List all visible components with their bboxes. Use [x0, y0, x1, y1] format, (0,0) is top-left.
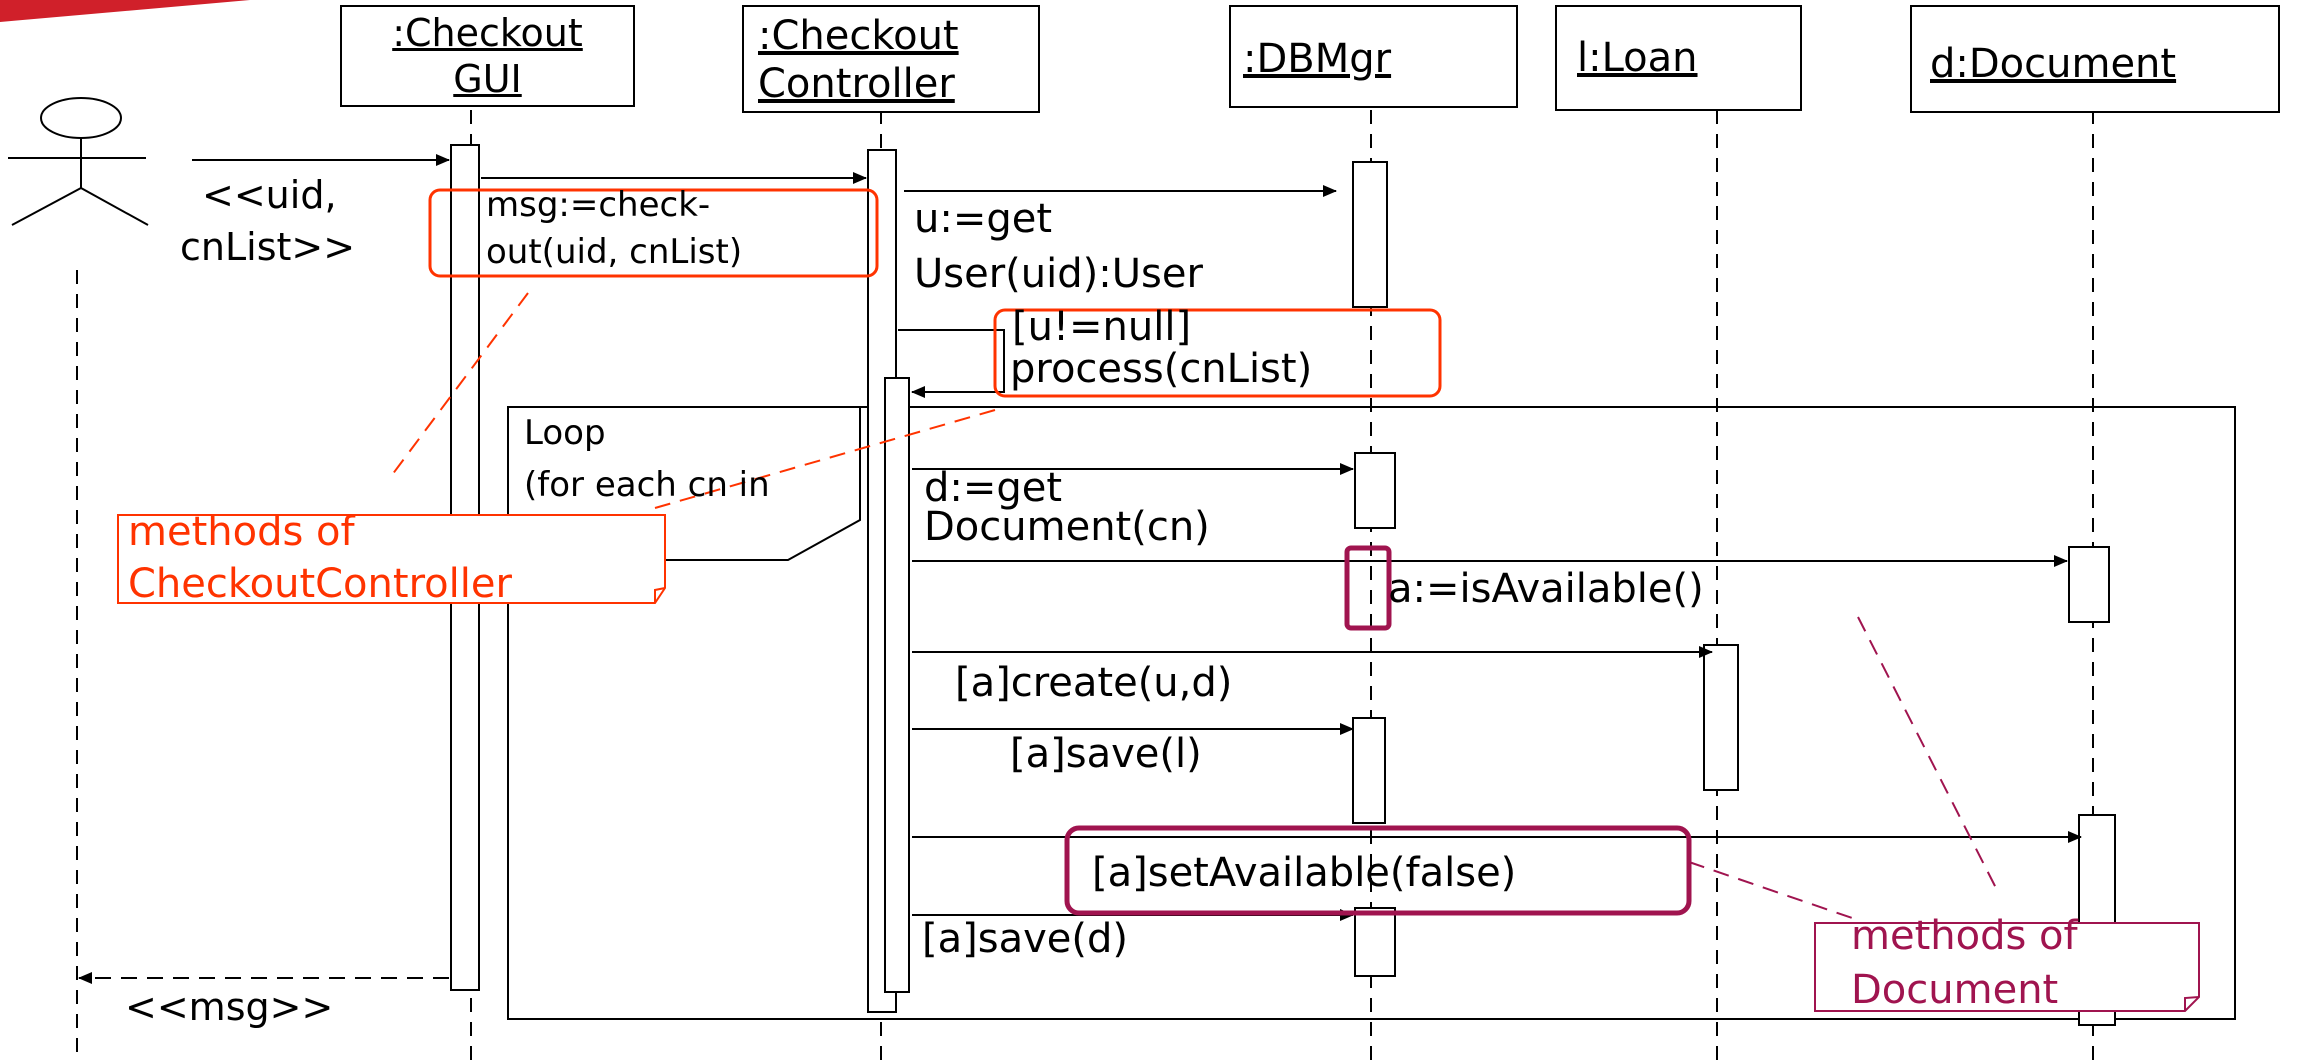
lifeline-header-dbmgr: :DBMgr: [1229, 5, 1518, 108]
connector-note-controller-2: [654, 409, 996, 509]
lifeline-title: :DBMgr: [1243, 36, 1392, 82]
highlight-process-call: [993, 308, 1442, 398]
lifeline-title: l:Loan: [1577, 35, 1698, 81]
label-getuser-line2: User(uid):User: [914, 251, 1203, 297]
highlight-checkout-call: [428, 188, 879, 278]
highlight-isavailable-activation: [1344, 545, 1392, 631]
note-document-line2: Document: [1851, 967, 2059, 1013]
activation-dbmgr-getdoc: [1354, 452, 1396, 529]
lifeline-header-checkout-gui: :Checkout GUI: [340, 5, 635, 107]
lifeline-title-line1: :Checkout: [758, 13, 959, 59]
note-controller-line1: methods of: [128, 509, 355, 555]
fragment-label-line2: (for each cn in: [524, 465, 770, 505]
connector-note-document-1: [1857, 616, 1998, 891]
note-controller-line2: CheckoutController: [128, 561, 512, 607]
lifeline-header-checkout-controller: :Checkout Controller: [742, 5, 1040, 113]
activation-dbmgr-savedoc: [1354, 907, 1396, 977]
label-call-in-line2: cnList>>: [180, 225, 356, 269]
label-process-line2: process(cnList): [1010, 346, 1313, 392]
label-setavailable: [a]setAvailable(false): [1092, 850, 1517, 896]
lifeline-header-document: d:Document: [1910, 5, 2280, 113]
highlight-setavailable-call: [1064, 825, 1692, 916]
note-document-shape: [1814, 922, 2200, 1012]
lifeline-title: d:Document: [1930, 41, 2177, 87]
activation-loan: [1703, 644, 1739, 791]
note-document-fold: [2184, 996, 2200, 1011]
note-controller-shape: [117, 514, 666, 604]
label-create: [a]create(u,d): [955, 660, 1233, 706]
connector-note-document-2: [1688, 861, 1859, 921]
label-checkout-line2: out(uid, cnList): [486, 232, 743, 272]
activation-dbmgr-saveloan: [1352, 717, 1386, 824]
label-isavailable: a:=isAvailable(): [1388, 566, 1704, 612]
label-getuser-line1: u:=get: [914, 196, 1053, 242]
note-controller-fold: [654, 587, 666, 603]
loop-fragment: [507, 406, 2236, 1020]
connector-note-controller-1: [391, 292, 529, 476]
activation-controller-nested: [884, 377, 910, 993]
note-document-line1: methods of: [1851, 913, 2078, 959]
label-save-loan: [a]save(l): [1010, 731, 1202, 777]
activation-document-isavailable: [2068, 546, 2110, 623]
activation-dbmgr-getuser: [1352, 161, 1388, 308]
decorative-swoosh: [0, 0, 250, 22]
lifeline-title-line2: GUI: [453, 57, 522, 101]
label-save-doc: [a]save(d): [922, 916, 1128, 962]
lifeline-title-line1: :Checkout: [392, 11, 583, 55]
actor-figure: [8, 97, 149, 226]
arrow-process-self: [898, 329, 1005, 398]
label-getdocument-line1: d:=get: [924, 465, 1063, 511]
lifeline-title-line2: Controller: [758, 61, 955, 107]
lifeline-header-loan: l:Loan: [1555, 5, 1802, 111]
label-call-in-line1: <<uid,: [202, 173, 337, 217]
fragment-label-line1: Loop: [524, 413, 606, 453]
label-process-line1: [u!=null]: [1012, 304, 1192, 350]
label-checkout-line1: msg:=check-: [486, 185, 711, 225]
label-return-msg: <<msg>>: [125, 985, 334, 1029]
label-getdocument-line2: Document(cn): [924, 504, 1210, 550]
